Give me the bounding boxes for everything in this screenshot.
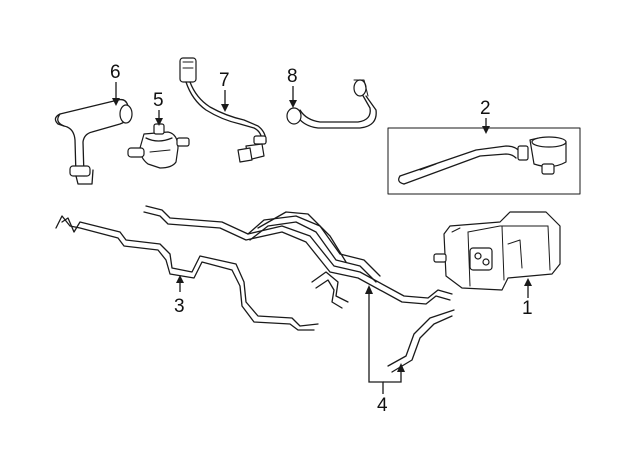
part-8-pipe[interactable] [286,79,377,129]
callout-7: 7 [219,70,230,112]
part-3-line[interactable] [55,215,319,331]
callout-label-8: 8 [287,66,298,87]
part-4-line-bundle[interactable] [143,205,455,373]
callout-label-1: 1 [522,298,533,319]
callout-5: 5 [153,90,164,126]
callout-label-3: 3 [174,296,185,317]
callout-1: 1 [522,278,533,319]
callout-label-7: 7 [219,70,230,91]
part-5-valve[interactable] [127,123,190,169]
part-6-hose[interactable] [54,98,133,185]
callout-4: 4 [365,285,405,416]
part-2-box-assembly[interactable] [387,127,581,195]
part-1-canister[interactable] [433,211,561,291]
part-7-oxygen-sensor[interactable] [179,57,267,163]
callout-2: 2 [480,98,491,134]
callout-label-6: 6 [110,62,121,83]
callout-label-5: 5 [153,90,164,111]
callout-label-2: 2 [480,98,491,119]
callout-label-4: 4 [377,395,388,416]
callout-6: 6 [110,62,121,106]
callout-3: 3 [174,275,185,317]
callout-8: 8 [287,66,298,108]
